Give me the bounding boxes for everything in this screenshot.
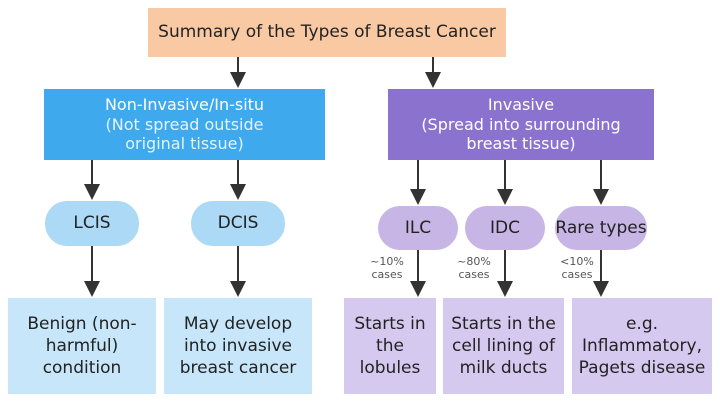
leaf-lcis: Benign (non- harmful) condition: [8, 298, 156, 394]
type-idc: IDC: [465, 206, 545, 250]
leaf-idc: Starts in the cell lining of milk ducts: [443, 298, 564, 394]
type-ilc: ILC: [378, 206, 458, 250]
invasive-node: Invasive (Spread into surrounding breast…: [388, 89, 654, 160]
non-invasive-subtitle: (Not spread outside original tissue): [105, 114, 264, 154]
root-node: Summary of the Types of Breast Cancer: [148, 8, 506, 57]
invasive-subtitle: (Spread into surrounding breast tissue): [421, 114, 621, 154]
root-label: Summary of the Types of Breast Cancer: [158, 22, 496, 43]
leaf-dcis-text: May develop into invasive breast cancer: [179, 313, 297, 379]
leaf-ilc: Starts in the lobules: [344, 298, 436, 394]
leaf-rare-text: e.g. Inflammatory, Pagets disease: [578, 313, 706, 379]
type-ilc-label: ILC: [404, 217, 432, 238]
leaf-lcis-text: Benign (non- harmful) condition: [27, 313, 137, 379]
type-dcis: DCIS: [191, 201, 285, 246]
type-idc-label: IDC: [490, 217, 520, 238]
share-idc: ~80% cases: [449, 255, 499, 282]
type-rare-label: Rare types: [555, 217, 647, 238]
invasive-title: Invasive: [487, 95, 555, 115]
leaf-ilc-text: Starts in the lobules: [354, 313, 426, 379]
type-rare: Rare types: [555, 206, 647, 250]
type-lcis: LCIS: [45, 201, 139, 246]
share-rare: <10% cases: [557, 255, 597, 282]
non-invasive-node: Non-Invasive/In-situ (Not spread outside…: [44, 89, 325, 160]
non-invasive-title: Non-Invasive/In-situ: [104, 95, 265, 115]
type-lcis-label: LCIS: [73, 213, 111, 234]
share-ilc: ~10% cases: [362, 255, 412, 282]
leaf-rare: e.g. Inflammatory, Pagets disease: [572, 298, 712, 394]
leaf-dcis: May develop into invasive breast cancer: [164, 298, 312, 394]
leaf-idc-text: Starts in the cell lining of milk ducts: [451, 313, 556, 379]
type-dcis-label: DCIS: [217, 213, 259, 234]
